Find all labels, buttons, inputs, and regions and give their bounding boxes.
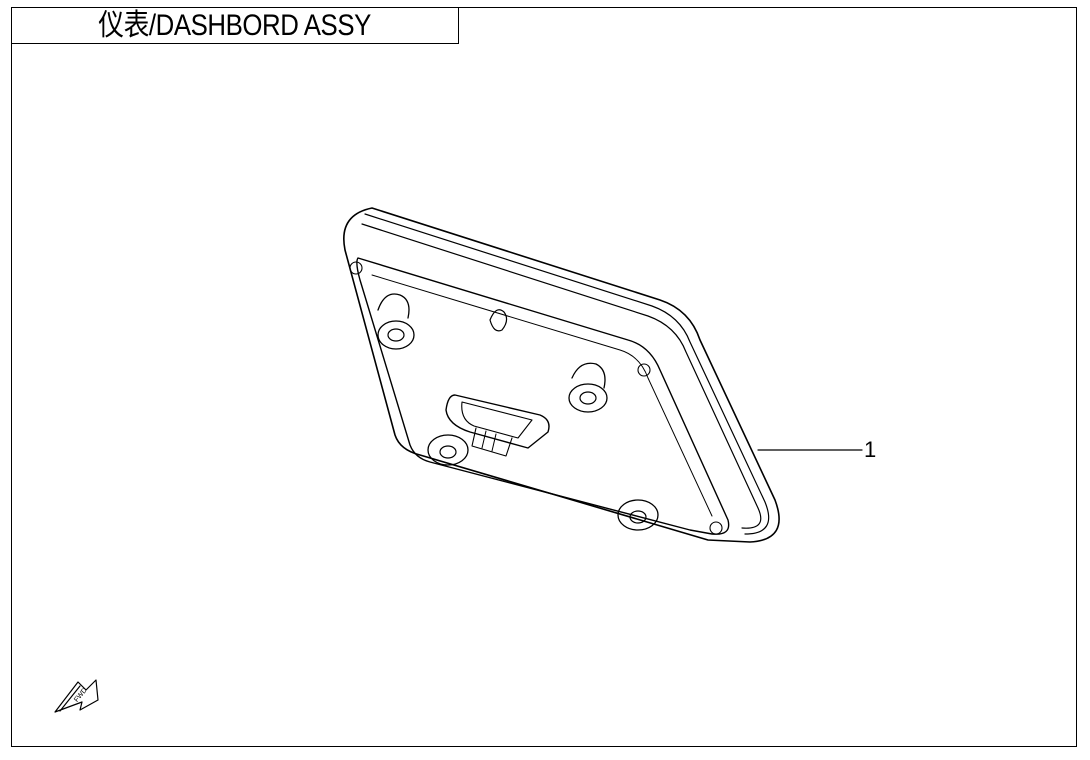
mounting-hole-bottom-left <box>439 445 457 459</box>
mounting-boss-bottom-right <box>617 499 659 531</box>
locating-tab <box>489 309 508 332</box>
mounting-lug-right <box>571 362 606 389</box>
back-plate-edge <box>371 274 713 517</box>
mounting-hole-right <box>579 391 597 405</box>
corner-screw-top-left <box>349 261 363 275</box>
bezel-rim-2 <box>361 223 762 529</box>
bezel-rim <box>364 213 770 535</box>
bezel-outer <box>343 207 780 543</box>
mounting-hole-bottom-right <box>629 510 647 524</box>
forward-arrow-icon <box>54 679 99 713</box>
connector-latch <box>471 427 513 457</box>
drawing-frame <box>11 7 1077 747</box>
mounting-boss-right <box>568 383 608 413</box>
mounting-lug-top-left <box>377 293 410 319</box>
back-plate <box>356 257 730 535</box>
connector-housing <box>445 394 550 449</box>
mounting-boss-bottom-left <box>427 434 469 466</box>
mounting-hole-top-left <box>387 328 405 342</box>
connector-latch-rib-2 <box>491 433 497 452</box>
title-box: 仪表/DASHBORD ASSY <box>11 7 459 44</box>
corner-screw-bottom-right <box>709 521 723 535</box>
callout-number-1: 1 <box>864 437 876 462</box>
connector-inner <box>461 401 533 439</box>
page-title: 仪表/DASHBORD ASSY <box>98 8 372 42</box>
dashboard-assembly <box>343 207 780 543</box>
connector-latch-rib <box>481 430 487 449</box>
mounting-boss-top-left <box>377 320 415 350</box>
corner-screw-top-right <box>637 363 651 377</box>
